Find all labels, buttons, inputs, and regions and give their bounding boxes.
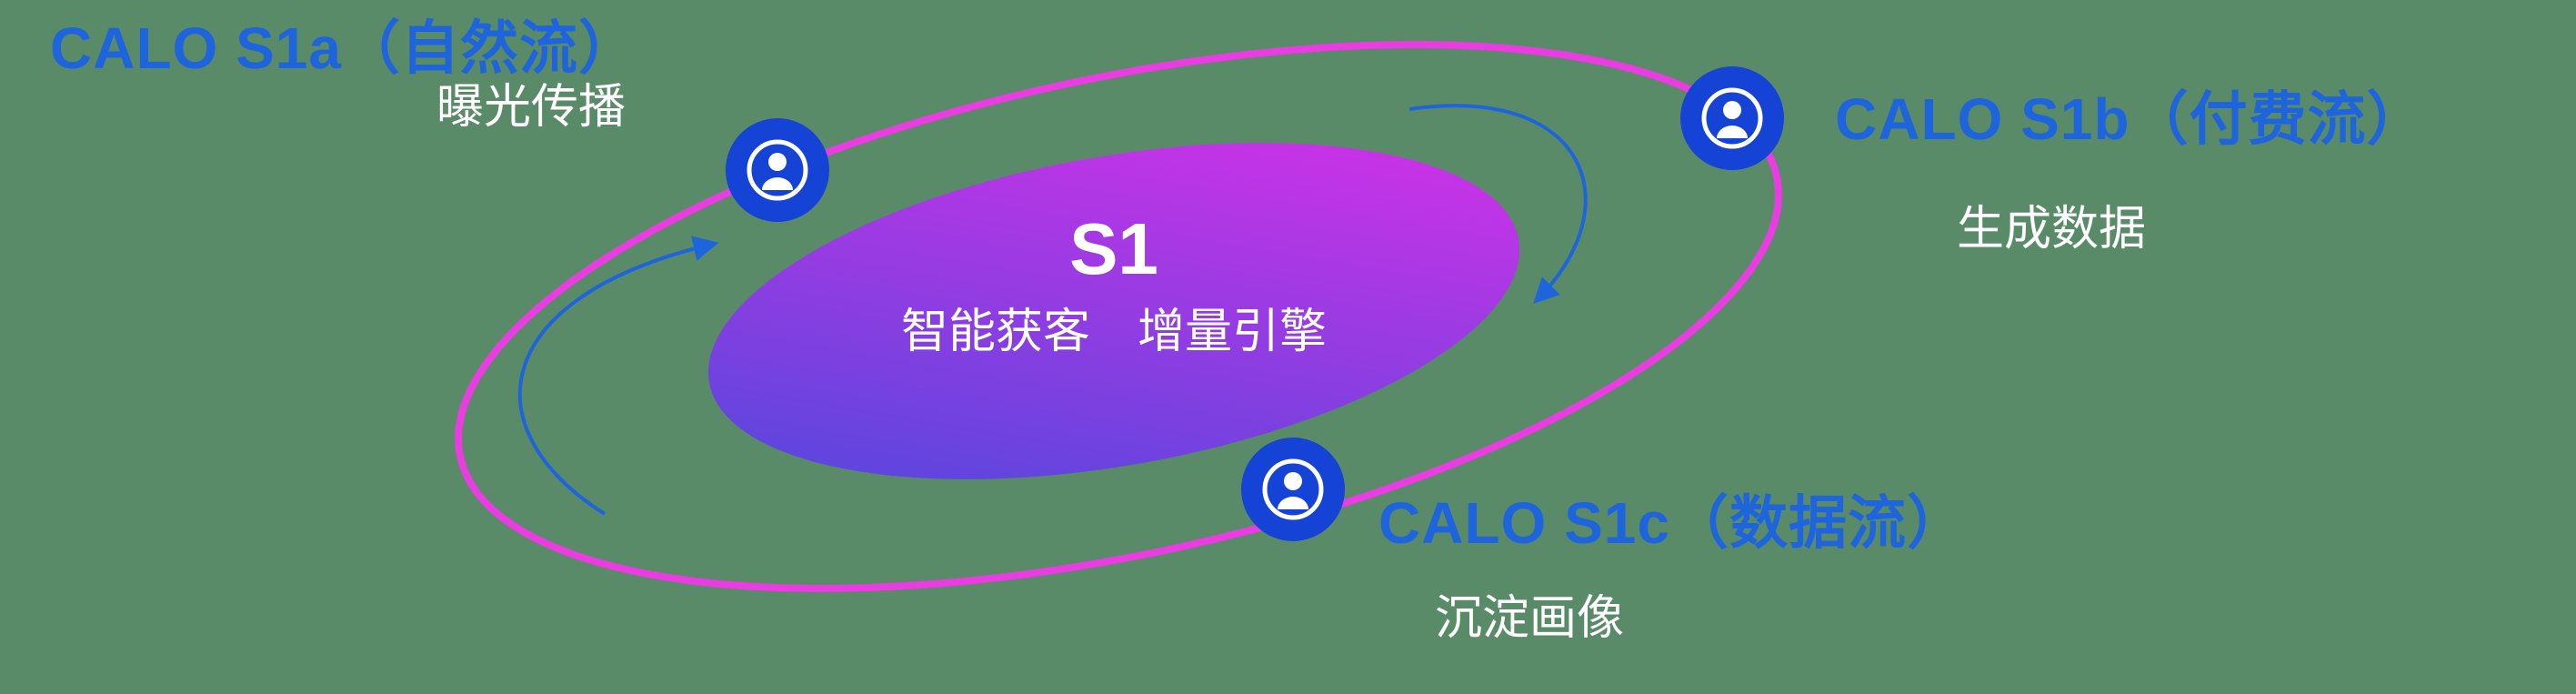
node-s1c [1241,438,1345,541]
orbit-ring [455,41,1782,592]
sublabel-s1b: 生成数据 [1957,203,2147,256]
node-s1a [726,118,829,222]
sublabel-s1a: 曝光传播 [436,81,626,134]
center-subtitle: 智能获客 增量引擎 [900,306,1328,358]
flow-arrow-right-icon [1408,104,1588,304]
center-title: S1 [1069,208,1158,289]
person-icon [1262,458,1324,520]
person-icon [747,139,808,201]
label-s1a: CALO S1a（自然流） [50,15,637,81]
flow-arrow-left-icon [517,236,719,516]
label-s1c: CALO S1c（数据流） [1378,490,1966,556]
center-ellipse [707,143,1520,479]
node-s1b [1680,66,1784,170]
person-icon [1701,87,1763,149]
sublabel-s1c: 沉淀画像 [1435,592,1625,645]
label-s1b: CALO S1b（付费流） [1835,86,2426,152]
